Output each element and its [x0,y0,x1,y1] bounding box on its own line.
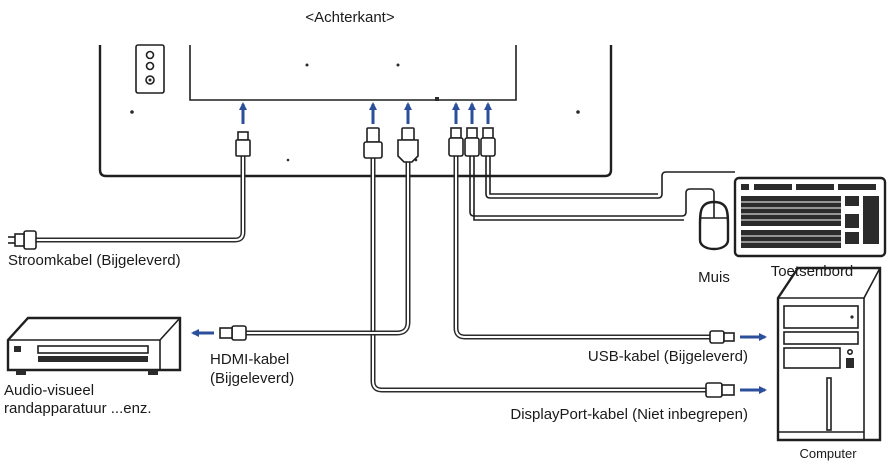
usb-cable [448,127,767,344]
av-device-label-line1: Audio-visueel [4,382,94,399]
computer-label: Computer [799,446,857,461]
av-device [6,316,182,375]
panel-button-top [145,50,155,60]
displayport-cable [363,127,767,398]
port-arrows [239,102,492,124]
rear-view-title: <Achterkant> [305,9,394,26]
mouse-label: Muis [698,269,730,286]
keyboard [733,176,887,258]
computer-tower [776,266,882,442]
screw-hole [576,110,580,114]
panel-button-power [145,75,155,85]
av-device-label-line2: randapparatuur ...enz. [4,400,152,417]
mouse-cable [464,127,715,221]
screw-hole [130,110,134,114]
keyboard-label: Toetsenbord [771,263,854,280]
power-cable [8,131,251,250]
usb-cable-label: USB-kabel (Bijgeleverd) [588,348,748,365]
screw-hole [396,63,400,67]
keyboard-cable [480,127,735,199]
hdmi-cable [191,127,419,341]
displayport-cable-label: DisplayPort-kabel (Niet inbegrepen) [510,406,748,423]
power-cable-label: Stroomkabel (Bijgeleverd) [8,252,181,269]
monitor-rear [98,44,613,178]
mouse [698,200,730,251]
button-panel [135,44,165,94]
hdmi-cable-label-line1: HDMI-kabel [210,351,289,368]
screw-hole [286,158,290,162]
hdmi-cable-label-line2: (Bijgeleverd) [210,370,294,387]
screw-hole [305,63,309,67]
panel-button-mid [145,61,155,71]
